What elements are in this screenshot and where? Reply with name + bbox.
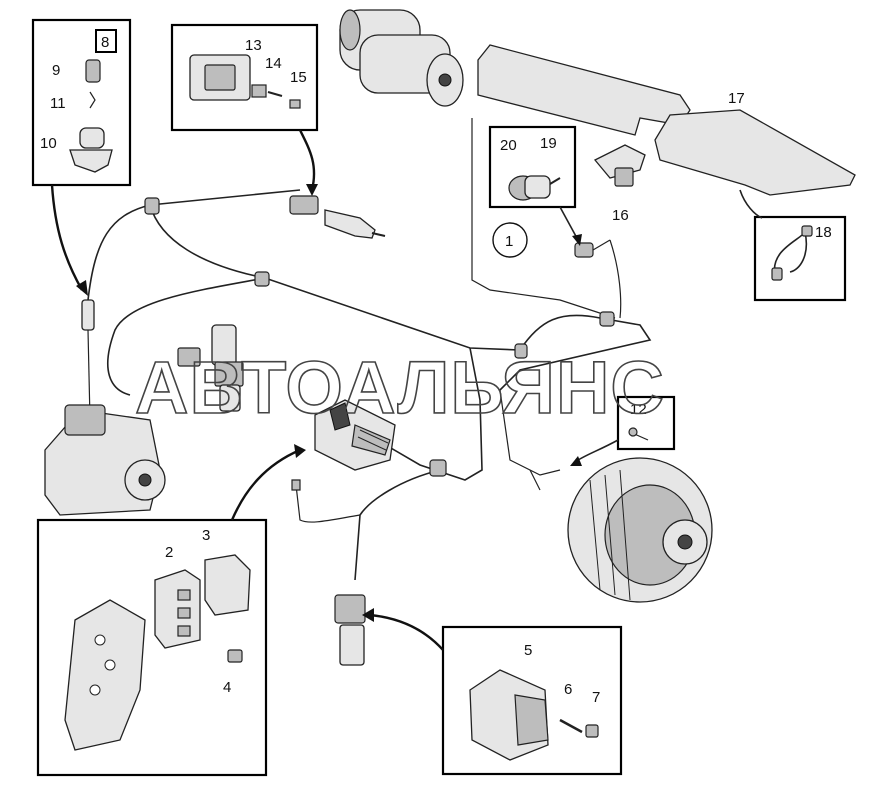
label-8: 8	[101, 34, 109, 51]
label-6: 6	[564, 681, 572, 698]
label-5: 5	[524, 642, 532, 659]
inset-box-2-3-4	[36, 518, 268, 777]
label-9: 9	[52, 62, 60, 79]
inset-box-8	[31, 18, 132, 187]
label-7: 7	[592, 689, 600, 706]
label-19: 19	[540, 135, 557, 152]
label-14: 14	[265, 55, 282, 72]
label-3: 3	[202, 527, 210, 544]
label-2: 2	[165, 544, 173, 561]
inset-box-12	[616, 395, 676, 451]
central-connector	[314, 399, 396, 471]
label-10: 10	[40, 135, 57, 152]
relay-connectors-middle	[177, 324, 244, 412]
inset-box-13	[170, 23, 319, 132]
label-12: 12	[630, 401, 647, 418]
alternator	[567, 457, 713, 603]
watermark: АВТОАЛЬЯНС	[135, 346, 665, 429]
label-15: 15	[290, 69, 307, 86]
plug-connector	[574, 239, 611, 258]
callout-circle-1	[492, 222, 528, 258]
temperature-sensor	[289, 195, 386, 239]
label-18: 18	[815, 224, 832, 241]
label-11: 11	[50, 95, 66, 112]
label-13: 13	[245, 37, 262, 54]
callout-labels: 1 2 3 4 5 6 7 8 9 10 11 12 13 14 15 16 1…	[40, 34, 832, 706]
inset-box-5-6-7	[441, 625, 623, 776]
inset-box-18	[753, 215, 847, 302]
label-4: 4	[223, 679, 231, 696]
label-16: 16	[612, 207, 629, 224]
inset-box-19-20	[488, 125, 577, 209]
label-1: 1	[505, 233, 513, 250]
mounting-bracket	[477, 44, 856, 196]
label-20: 20	[500, 137, 517, 154]
label-17: 17	[728, 90, 745, 107]
main-harness	[87, 118, 652, 581]
injection-pump	[44, 299, 166, 516]
leader-arrows	[50, 129, 763, 651]
bottom-connector	[291, 479, 366, 666]
part-16-sensor	[593, 144, 646, 187]
starter-motor	[339, 9, 464, 107]
